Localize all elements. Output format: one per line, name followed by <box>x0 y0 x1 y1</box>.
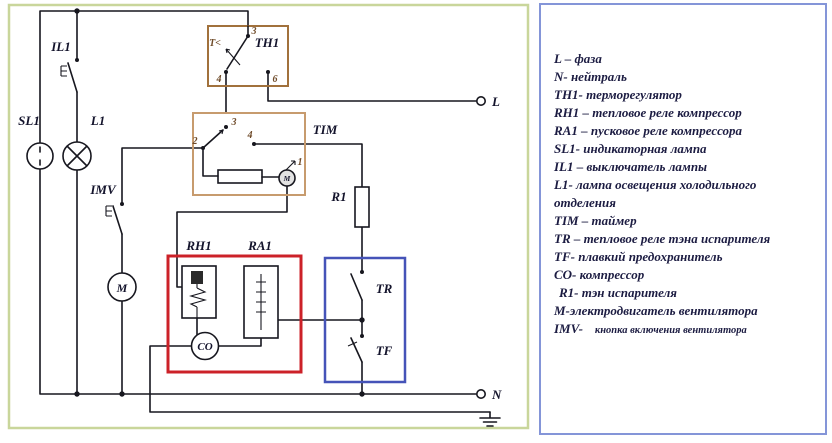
sl1-label: SL1 <box>18 113 40 128</box>
legend-item-tim: TIM – таймер <box>554 213 637 228</box>
imv-label: IMV <box>89 182 117 197</box>
th1-pin-4: 4 <box>216 74 222 85</box>
legend-item-r1: R1- тэн испарителя <box>559 285 677 300</box>
th1-label: TH1 <box>255 35 280 50</box>
th1-pin-6: 6 <box>273 74 278 85</box>
th1-thermostat: TH1 3 T< 4 6 <box>207 25 289 87</box>
tim-timer: М TIM 3 2 4 1 <box>192 112 338 196</box>
co-label: CO <box>197 341 212 353</box>
line-terminal-label: L <box>491 94 500 109</box>
legend-item-il1: IL1 – выключатель лампы <box>554 159 708 174</box>
l1-lamp-cross <box>66 145 88 167</box>
r1-resistor-symbol <box>354 186 370 228</box>
diagram-border <box>7 3 530 430</box>
wires <box>39 10 491 413</box>
legend-item-imv: IMV-кнопка включения вентилятора <box>554 320 817 340</box>
compressor-symbol <box>190 331 220 361</box>
fan-motor-letter: М <box>116 281 128 295</box>
legend-imv-desc: кнопка включения вентилятора <box>594 325 747 336</box>
legend-item-m: М-электродвигатель вентилятора <box>554 303 758 318</box>
tim-heater-element <box>217 169 263 184</box>
rh1-bimetal-element <box>191 271 203 284</box>
tr-label: TR <box>376 281 393 296</box>
rh1-label: RH1 <box>185 238 211 253</box>
tim-pin-4: 4 <box>247 130 253 141</box>
tf-label: TF <box>376 343 393 358</box>
lamp-circuit: IL1 SL1 L1 <box>18 39 105 171</box>
legend-item-th1: TH1- терморегулятор <box>554 87 682 102</box>
tim-label: TIM <box>313 122 338 137</box>
supply-terminals: L N <box>475 94 502 427</box>
tim-motor-symbol <box>278 169 296 187</box>
th1-temp-symbol: T< <box>209 38 221 49</box>
legend-item-co: CO- компрессор <box>554 267 645 282</box>
legend-item-sl1: SL1- индикаторная лампа <box>554 141 707 156</box>
legend-item-tf: TF- плавкий предохранитель <box>554 249 723 264</box>
neutral-terminal-circle <box>475 388 486 399</box>
l1-label: L1 <box>90 113 105 128</box>
sl1-indicator-lamp-symbol <box>26 142 54 170</box>
tim-box <box>192 112 306 196</box>
compressor-relay-block: RH1 RA1 CO <box>166 238 303 374</box>
tim-motor-letter: М <box>283 174 291 183</box>
legend-item-tr: TR – тепловое реле тэна испарителя <box>554 231 771 246</box>
junction-dots <box>74 8 365 397</box>
symbol-marks <box>60 48 358 347</box>
tim-inner-wires <box>202 147 280 178</box>
il1-label: IL1 <box>50 39 71 54</box>
legend-item-rh1: RH1 – тепловое реле компрессор <box>554 105 742 120</box>
legend-imv-code: IMV- <box>554 321 583 336</box>
legend-item-l1: L1- лампа освещения холодильного отделен… <box>554 177 757 210</box>
protection-blue-box <box>323 256 407 384</box>
tim-pin-2: 2 <box>192 136 198 147</box>
th1-pin-3: 3 <box>251 26 257 37</box>
relay-red-box <box>166 254 303 374</box>
legend-panel: L – фаза N- нейтраль TH1- терморегулятор… <box>539 3 827 435</box>
r1-label: R1 <box>330 189 346 204</box>
tim-pin-1: 1 <box>298 157 303 168</box>
neutral-terminal-label: N <box>491 387 502 402</box>
wiring-diagram: IL1 SL1 L1 М IMV TH1 3 T< 4 6 М TIM 3 2 … <box>7 3 530 430</box>
line-terminal-circle <box>475 96 486 107</box>
ra1-coil <box>256 274 266 330</box>
fan-motor-symbol <box>107 272 137 302</box>
r1-heater: R1 <box>330 186 370 228</box>
ra1-label: RA1 <box>247 238 272 253</box>
switch-arms <box>67 35 363 363</box>
legend-item-l: L – фаза <box>554 51 602 66</box>
tim-pin-3: 3 <box>231 117 237 128</box>
ground-icon <box>479 411 501 427</box>
rh1-heater-zigzag <box>188 284 208 318</box>
protection-block: TR TF <box>323 256 407 384</box>
fan-circuit: М IMV <box>89 182 137 302</box>
legend-item-ra1: RA1 – пусковое реле компрессора <box>554 123 743 138</box>
legend-item-n: N- нейтраль <box>554 69 627 84</box>
